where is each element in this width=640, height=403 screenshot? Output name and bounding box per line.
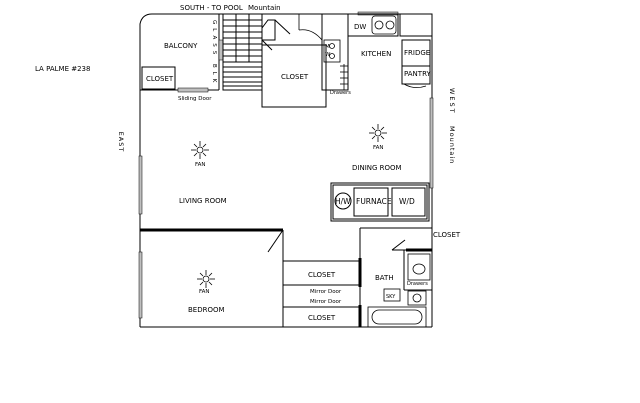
dining-room-label: DINING ROOM [352,164,402,172]
bedroom-fan-label: FAN [199,289,210,295]
stove-icon [323,39,348,90]
bath-label: BATH [375,274,394,282]
window-west [429,97,434,189]
west-label-text: WEST [448,88,456,115]
mirror-door-2-label: Mirror Door [310,299,342,305]
bath-drawers-label: Drawers [407,281,428,287]
east-label: EAST [117,132,125,153]
bath-walls [391,239,432,291]
washer-dryer-label: W/D [399,197,415,206]
ceiling-fan-icon [191,141,209,159]
dining-fan-label: FAN [373,145,384,151]
bedroom-label: BEDROOM [188,306,225,314]
glass-block-text: GLASS BLK [211,20,217,86]
kitchen-drawers-label: Drawers [330,90,351,96]
bathtub-icon [367,306,427,328]
west-mountain-label: Mountain [448,126,456,164]
skylight-box [383,288,401,302]
bedroom-closet-bottom-label: CLOSET [308,314,336,322]
closet-door-swing [298,14,323,41]
ceiling-fan-icon [197,270,215,288]
mirror-door-1-label: Mirror Door [310,289,342,295]
utility-cabinet [330,182,430,222]
sink-icon [407,290,427,306]
west-label: WEST [448,88,456,115]
west-mountain-label-text: Mountain [448,126,456,164]
balcony-closet [141,66,176,90]
stairs-icon [222,13,291,91]
balcony-closet-label: CLOSET [146,75,174,83]
toilet-icon [407,253,431,281]
sliding-door-label: Sliding Door [178,96,212,102]
east-label-text: EAST [117,132,125,153]
microwave-label-w: W [325,52,331,58]
water-heater-label: H/W [335,197,351,206]
skylight-label: SKY [386,294,396,300]
window-bedroom [138,251,143,319]
south-label: SOUTH - TO POOL [180,4,243,12]
window-east [138,155,143,215]
bedroom-closet-top-label: CLOSET [308,271,336,279]
hall-closet-label: CLOSET [433,231,461,239]
microwave-label-m: M [325,44,330,50]
sliding-door-track [177,87,209,93]
window-glass-block [218,39,224,61]
pantry-label: PANTRY [404,70,431,78]
ceiling-fan-icon [369,124,387,142]
plan-title: LA PALME #238 [35,65,90,73]
pantry-door-swing [403,83,427,88]
glass-block-label: GLASS BLK [211,20,217,86]
balcony-label: BALCONY [164,42,198,50]
living-fan-label: FAN [195,162,206,168]
center-closet [261,44,327,108]
south-mountain-label: Mountain [248,4,281,12]
living-room-label: LIVING ROOM [179,197,227,205]
kitchen-label: KITCHEN [361,50,391,58]
bedroom-closets [282,258,362,328]
fridge-label: FRIDGE [404,49,430,57]
dishwasher-label: DW [354,23,366,31]
center-closet-label: CLOSET [281,73,309,81]
furnace-label: FURNACE [356,197,392,206]
sink-icon [371,15,397,35]
